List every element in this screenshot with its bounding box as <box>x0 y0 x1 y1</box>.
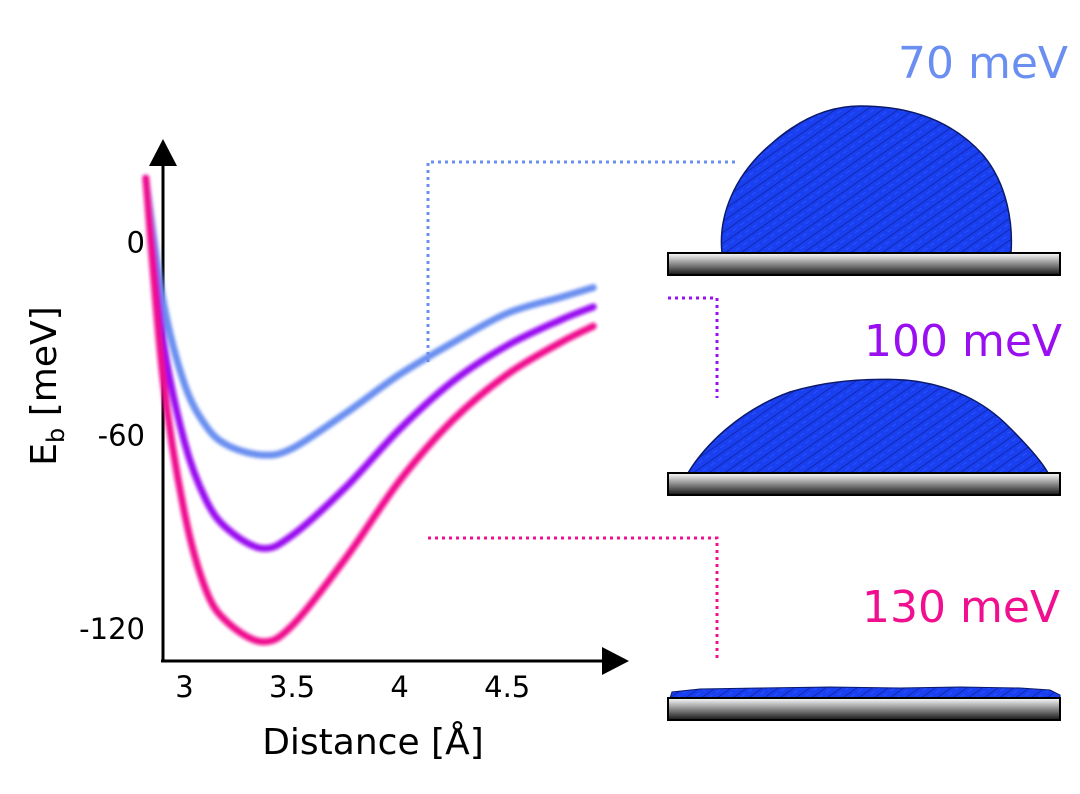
droplet-100 <box>686 378 1050 474</box>
x-tick-labels: 3 3.5 4 4.5 <box>175 670 530 704</box>
panel-100: 100 meV <box>667 316 1062 496</box>
x-axis-label: Distance [Å] <box>262 720 484 763</box>
substrate-70 <box>667 252 1061 276</box>
y-tick-label: -60 <box>98 419 145 453</box>
series-line-3 <box>142 174 597 646</box>
droplet-70 <box>720 105 1013 254</box>
y-tick-labels: 0 -60 -120 <box>79 225 145 645</box>
y-tick-label: 0 <box>127 225 145 259</box>
y-axis-arrow <box>149 139 177 166</box>
y-axis-label: Eb [meV] <box>24 306 70 465</box>
connector-100 <box>668 296 719 398</box>
panel-70: 70 meV <box>667 38 1068 276</box>
x-tick-label: 3.5 <box>269 670 315 704</box>
panel-label-70: 70 meV <box>898 38 1068 89</box>
y-axis-label-main: E <box>24 443 65 466</box>
connector-130 <box>428 536 719 658</box>
series-line-1 <box>142 174 597 459</box>
panel-130: 130 meV <box>667 582 1061 721</box>
x-axis-arrow <box>602 647 629 675</box>
x-tick-label: 4.5 <box>484 670 530 704</box>
panel-label-100: 100 meV <box>864 316 1062 367</box>
connector-70 <box>426 160 737 362</box>
substrate-130 <box>667 697 1061 721</box>
substrate-100 <box>667 472 1061 496</box>
x-tick-label: 4 <box>390 670 408 704</box>
plot-axes <box>149 139 629 675</box>
y-axis-label-rest: [meV] <box>24 306 65 427</box>
panel-label-130: 130 meV <box>862 582 1060 633</box>
series-line-2 <box>142 174 597 552</box>
curves <box>142 174 597 646</box>
x-tick-label: 3 <box>175 670 193 704</box>
y-axis-label-sub: b <box>42 428 70 443</box>
y-tick-label: -120 <box>79 612 145 646</box>
droplet-130 <box>669 686 1061 699</box>
